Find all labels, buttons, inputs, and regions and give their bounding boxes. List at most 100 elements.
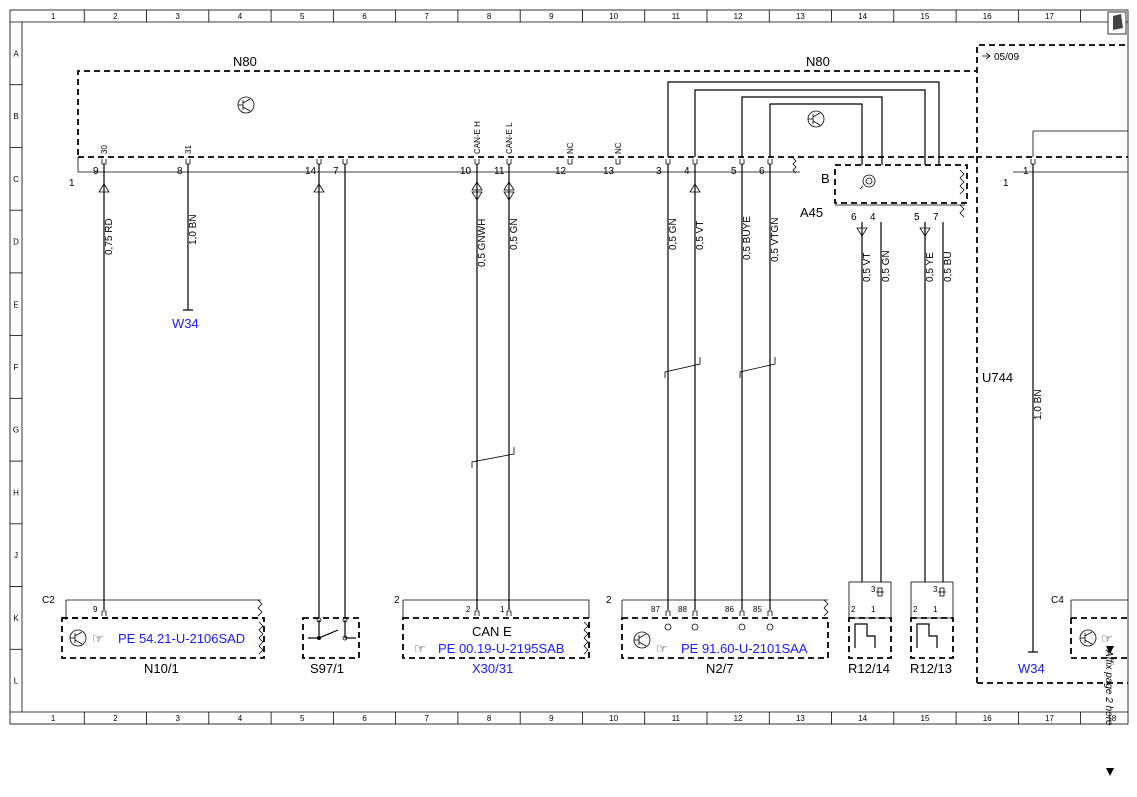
n80-label-left: N80 [233, 54, 257, 69]
wire-label: 0,5 BU [943, 251, 954, 282]
a45-pin: 5 [914, 212, 920, 223]
grid-column-label: 7 [425, 714, 430, 723]
a45-pin: 7 [933, 212, 939, 223]
pin-number: 12 [555, 166, 567, 177]
grid-column-label: 16 [983, 714, 992, 723]
grid-column-label: 13 [796, 12, 805, 21]
grid-column-label: 11 [672, 12, 681, 21]
a45-pin: 4 [870, 212, 876, 223]
grid-column-label: 12 [734, 12, 743, 21]
w34-ground-link-left[interactable]: W34 [172, 316, 199, 331]
transistor-icon [237, 96, 255, 114]
x30-31-pin: 2 [466, 605, 471, 614]
grid-column-label: 1 [51, 12, 56, 21]
grid-column-label: 5 [300, 12, 305, 21]
wire-label: 0,5 VTGN [770, 218, 781, 262]
pin-number: 14 [305, 166, 317, 177]
r12-14-pin: 1 [871, 605, 876, 614]
grid-row-label: D [13, 238, 19, 247]
sensor-icon [859, 174, 876, 190]
wire-label: 0,5 VT [862, 253, 873, 282]
grid-column-label: 10 [609, 714, 618, 723]
x30-31-pin: 1 [500, 605, 505, 614]
grid-column-label: 5 [300, 714, 305, 723]
wire-label: 0,75 RD [104, 218, 115, 255]
wire-label: 1,0 BN [188, 214, 199, 245]
grid-column-label: 3 [175, 12, 180, 21]
r12-14-pin: 3 [871, 585, 876, 594]
wire-label: 0,5 YE [925, 252, 936, 282]
component-s97-1 [302, 617, 360, 659]
r12-14-pin: 2 [851, 605, 856, 614]
page-reference[interactable]: 05/09 [994, 52, 1019, 63]
u744-section-outline [976, 44, 1128, 683]
pin-function: NC [566, 142, 575, 154]
transistor-icon [633, 631, 651, 649]
a45-module-outline [834, 164, 968, 204]
grid-row-label: B [13, 112, 18, 121]
x30-31-connector: 2 [394, 595, 400, 606]
pin-function: CAN-E H [473, 121, 482, 154]
pin-number: 4 [684, 166, 690, 177]
grid-column-label: 14 [858, 12, 867, 21]
n2-7-pin: 87 [651, 605, 660, 614]
n80-module-outline [77, 70, 976, 155]
w34-ground-link-right[interactable]: W34 [1018, 661, 1045, 676]
n10-1-label: N10/1 [144, 661, 179, 676]
n10-1-pin: 9 [93, 605, 98, 614]
n80-label-right: N80 [806, 54, 830, 69]
wire-label: 0,5 GN [668, 218, 679, 250]
pin-number: 6 [759, 166, 765, 177]
r12-13-pin: 1 [933, 605, 938, 614]
internal-wiring [667, 81, 940, 165]
n2-7-connector: 2 [606, 595, 612, 606]
grid-column-label: 13 [796, 714, 805, 723]
wires [103, 164, 1034, 652]
connector-symbols [98, 181, 931, 237]
grid-column-label: 4 [238, 12, 243, 21]
pin-number: 7 [333, 166, 339, 177]
pin-number: 3 [656, 166, 662, 177]
pin-number: 13 [603, 166, 615, 177]
frame-border [9, 9, 1129, 725]
grid-column-label: 4 [238, 714, 243, 723]
s97-1-label: S97/1 [310, 661, 344, 676]
grid-column-label: 11 [672, 714, 681, 723]
n10-1-pe-link[interactable]: PE 54.21-U-2106SAD [118, 631, 245, 646]
grid-column-label: 12 [734, 714, 743, 723]
wire-label: 0,5 BUYE [742, 216, 753, 260]
grid-column-label: 15 [921, 714, 930, 723]
twisted-pair-marks [471, 357, 776, 468]
x30-31-pe-link[interactable]: PE 00.19-U-2195SAB [438, 641, 564, 656]
grid-column-label: 2 [113, 12, 118, 21]
u744-pin: 1 [1023, 166, 1029, 177]
grid-row-label: E [13, 300, 18, 309]
grid-row-label: C [13, 175, 19, 184]
grid-column-label: 9 [549, 714, 554, 723]
n2-7-label: N2/7 [706, 661, 733, 676]
wire-label: 0,5 GN [509, 218, 520, 250]
triangle-marker-icon [1106, 646, 1114, 654]
grid-row-label: F [14, 363, 19, 372]
grid-column-label: 9 [549, 12, 554, 21]
n2-7-pe-link[interactable]: PE 91.60-U-2101SAA [681, 641, 808, 656]
wire-label: 0,5 VT [695, 221, 706, 250]
transistor-icon [69, 629, 87, 647]
n2-7-pin: 86 [725, 605, 734, 614]
grid-column-label: 8 [487, 12, 492, 21]
grid-column-label: 15 [921, 12, 930, 21]
grid-column-label: 17 [1045, 714, 1054, 723]
wire-label: 0,5 GNWH [477, 219, 488, 267]
a45-pin: 6 [851, 212, 857, 223]
r12-14-label: R12/14 [848, 661, 890, 676]
pin-number: 5 [731, 166, 737, 177]
n2-7-pin: 88 [678, 605, 687, 614]
r12-13-pin: 2 [913, 605, 918, 614]
u744-pin-row-label: 1 [1003, 178, 1009, 189]
x30-31-label[interactable]: X30/31 [472, 661, 513, 676]
column-ticks [83, 10, 1082, 724]
grid-row-label: K [13, 614, 19, 623]
